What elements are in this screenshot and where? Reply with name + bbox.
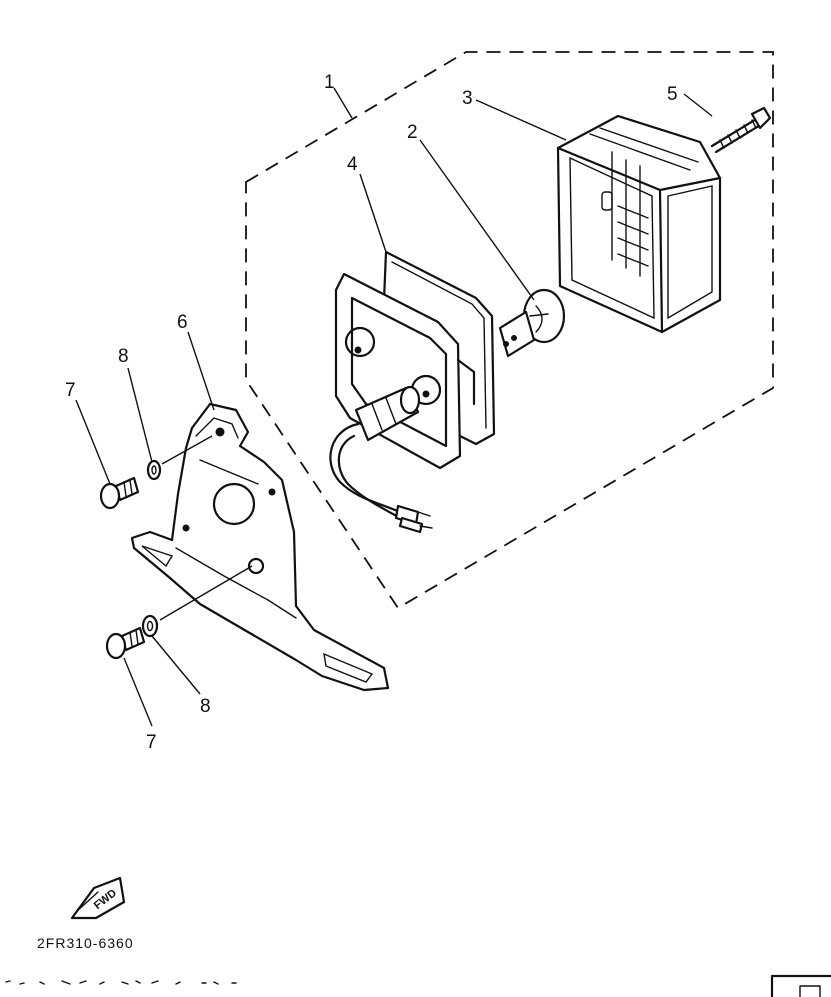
callout-bulb: 2 [407,122,418,143]
bolt-top [99,476,140,510]
leader-bolt-top [75,399,111,485]
callout-washer-bottom: 8 [200,696,211,717]
lens-screw [710,106,772,154]
fwd-arrow-icon: FWD [70,876,126,920]
part-number: 2FR310-6360 [37,935,134,951]
bulb-socket [329,385,433,534]
leader-gasket [359,173,387,253]
bolt-axis-top [161,435,213,465]
leader-screw [683,93,713,117]
leader-washer-bottom [151,635,201,695]
leader-washer-top [127,367,153,463]
leader-bulb [419,139,535,301]
scan-noise [5,974,831,997]
callout-bracket: 6 [177,312,188,333]
leader-bracket [187,331,215,411]
bolt-axis-bottom [159,565,253,621]
callout-screw: 5 [667,84,678,105]
washer-bottom [141,614,159,638]
callout-gasket: 4 [347,154,358,175]
bulb [498,288,566,358]
callout-lens: 3 [462,88,473,109]
callout-bolt-top: 7 [65,380,76,401]
leader-bolt-bottom [123,657,153,727]
lens-housing [556,114,722,334]
callout-washer-top: 8 [118,346,129,367]
assembly-boundary [245,51,774,610]
callout-bolt-bottom: 7 [146,732,157,753]
callout-assembly: 1 [324,72,335,93]
leader-assembly [333,87,353,119]
washer-top [146,459,162,481]
leader-lens [475,99,567,141]
bolt-bottom [105,626,146,660]
mounting-bracket [130,402,390,692]
